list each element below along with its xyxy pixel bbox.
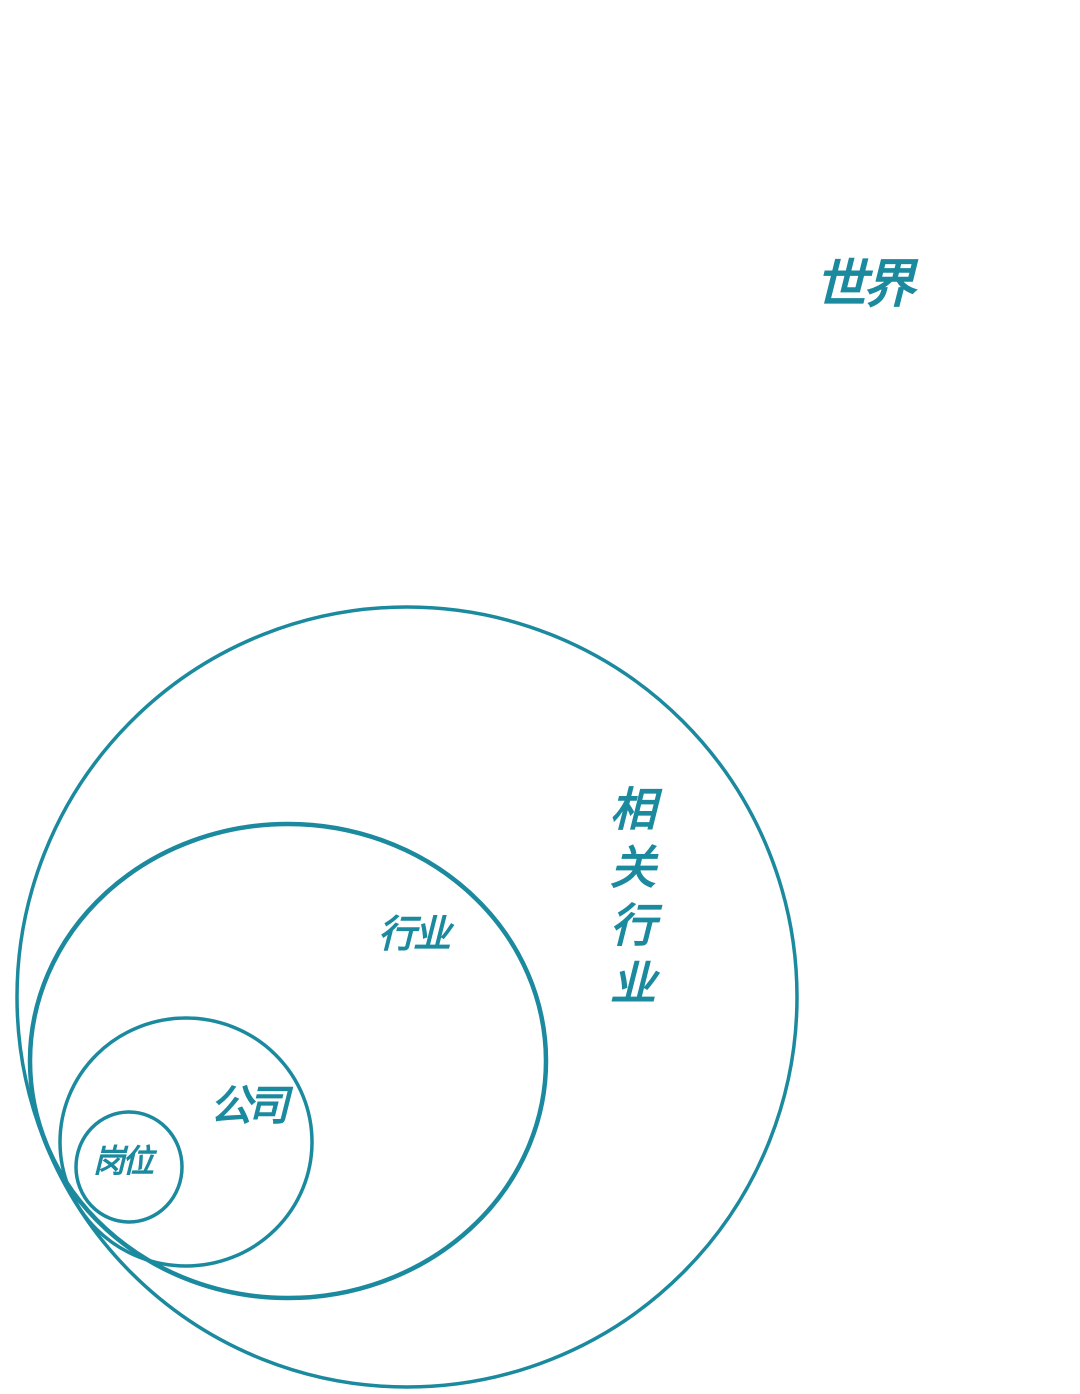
circle-industry — [27, 821, 549, 1301]
label-company: 公司 — [210, 1081, 294, 1130]
circle-related-industry — [15, 605, 799, 1389]
label-position: 岗位 — [93, 1142, 158, 1180]
label-related-industry: 相关行业 — [603, 785, 657, 1017]
label-world: 世界 — [815, 254, 919, 315]
circle-company — [58, 1016, 314, 1268]
label-industry: 行业 — [378, 911, 455, 956]
circle-position — [74, 1110, 184, 1224]
